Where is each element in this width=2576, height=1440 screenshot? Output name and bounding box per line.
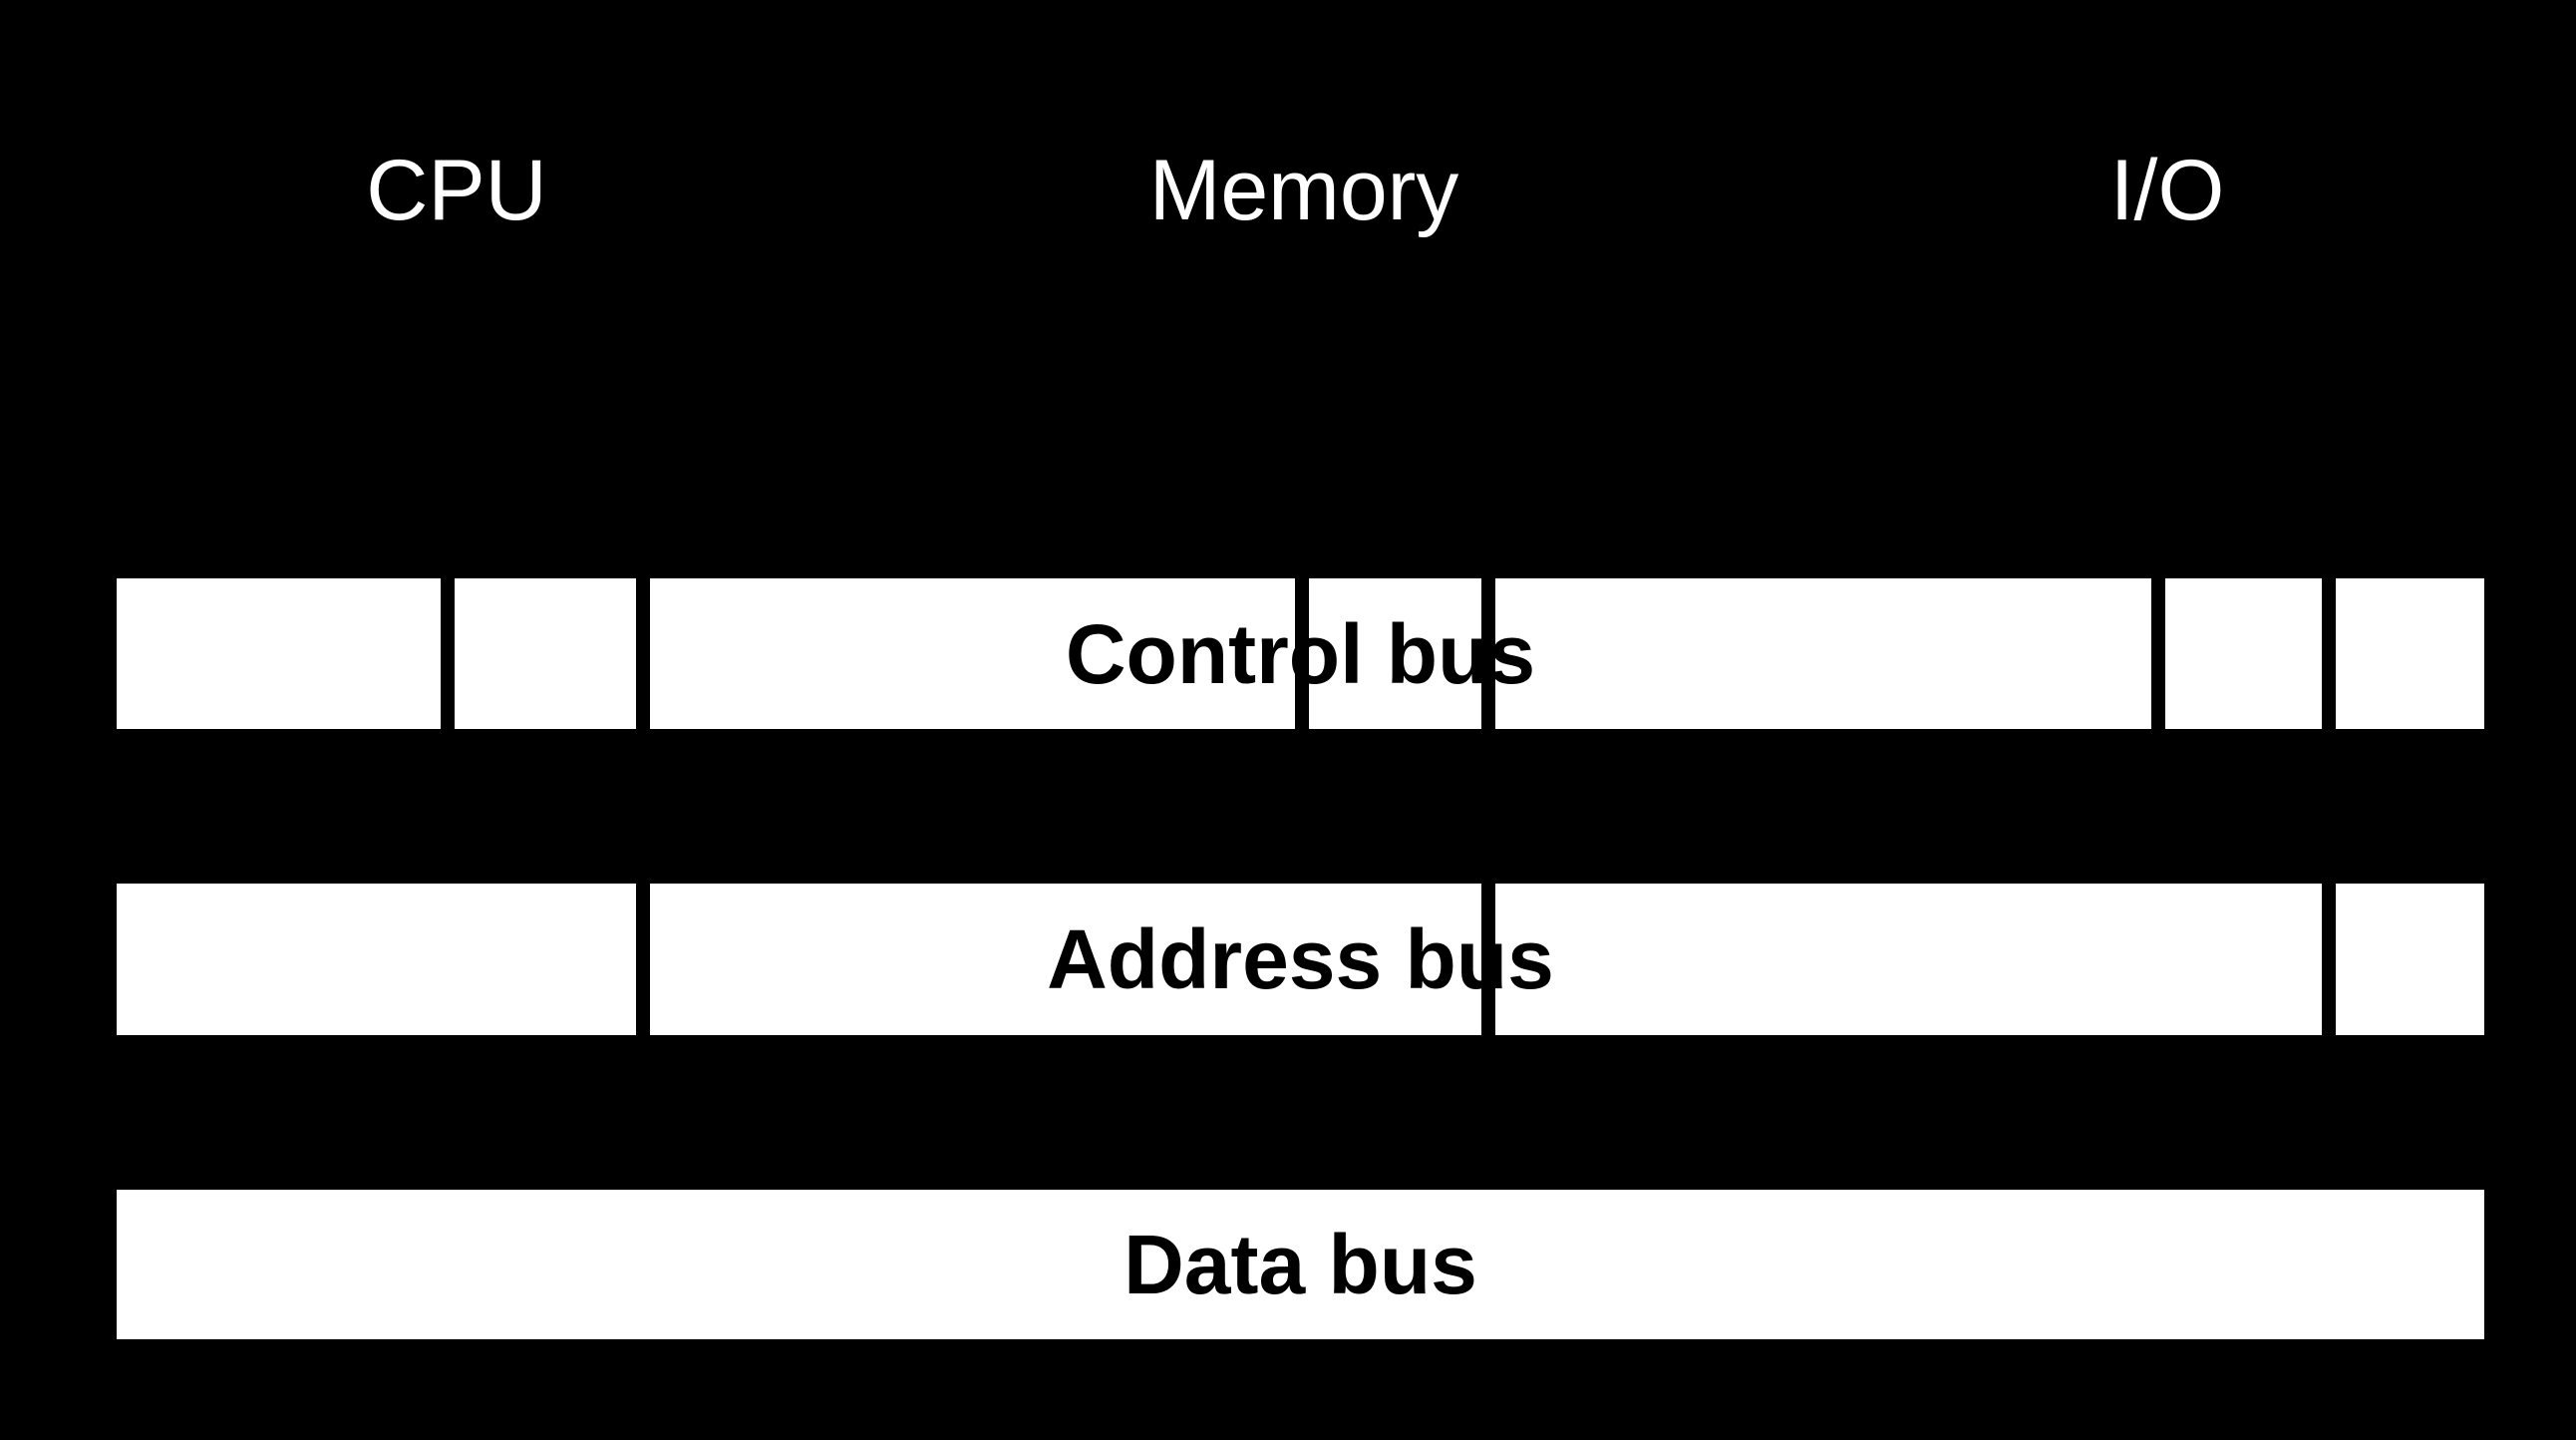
cpu-to-data-bus-line bbox=[636, 359, 650, 1190]
io-label: I/O bbox=[2109, 143, 2225, 238]
data-bus-label: Data bus bbox=[1124, 1218, 1477, 1311]
memory-to-address-bus-line bbox=[1295, 359, 1309, 884]
memory-label: Memory bbox=[1148, 143, 1459, 238]
data-bus-bar: Data bus bbox=[117, 1190, 2484, 1339]
address-bus-label: Address bus bbox=[1047, 912, 1554, 1006]
cpu-label: CPU bbox=[366, 143, 547, 238]
address-bus-bar: Address bus bbox=[117, 884, 2484, 1035]
memory-to-data-bus-line bbox=[1481, 359, 1495, 1190]
io-to-data-bus-line bbox=[2322, 359, 2336, 1190]
io-to-address-bus-line bbox=[2151, 359, 2165, 884]
cpu-to-address-bus-line bbox=[441, 359, 455, 884]
